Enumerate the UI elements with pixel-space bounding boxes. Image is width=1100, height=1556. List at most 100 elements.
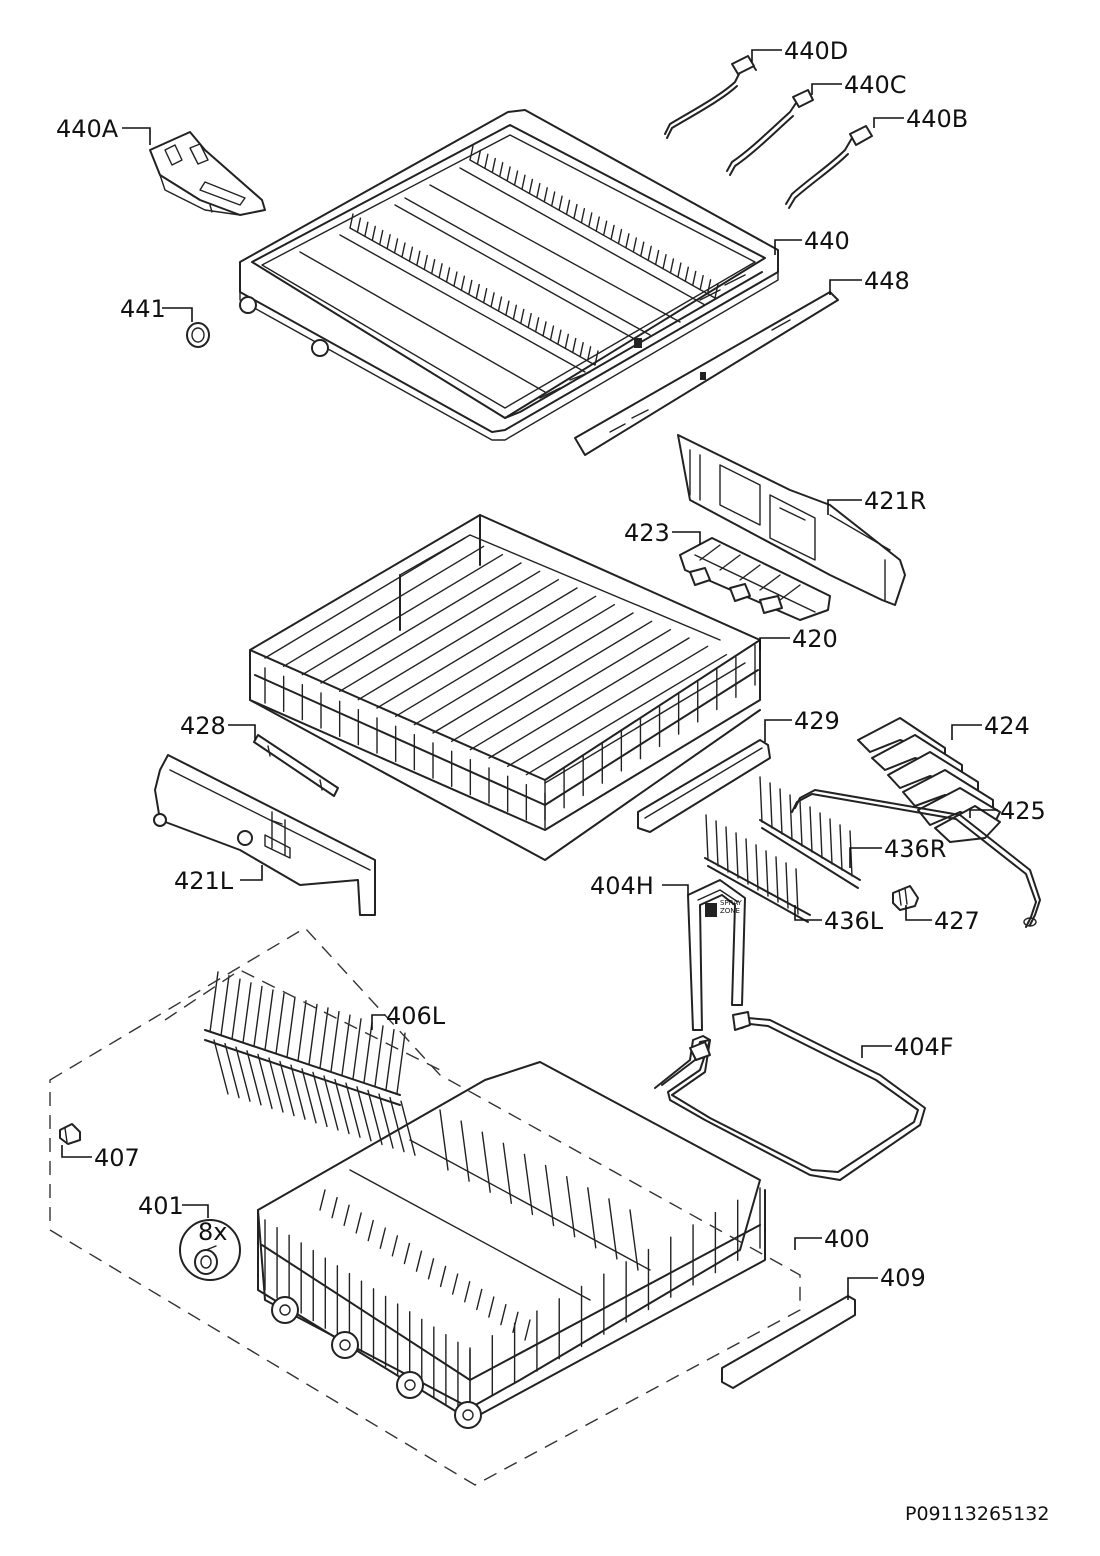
callout-404H[interactable]: 404H bbox=[590, 872, 654, 900]
part-429[interactable] bbox=[637, 739, 771, 833]
part-420[interactable] bbox=[249, 514, 761, 861]
callout-401[interactable]: 401 bbox=[138, 1192, 184, 1220]
wire-stroke bbox=[432, 612, 634, 734]
wire-stroke bbox=[521, 174, 526, 190]
part-448[interactable] bbox=[574, 291, 839, 456]
callout-421L[interactable]: 421L bbox=[174, 867, 234, 895]
wire-stroke bbox=[587, 1187, 597, 1249]
wire-stroke bbox=[415, 1250, 423, 1272]
wire-stroke bbox=[669, 258, 675, 274]
part-406L[interactable] bbox=[204, 971, 416, 1156]
part-421R[interactable] bbox=[677, 434, 906, 606]
wire-stroke bbox=[374, 1025, 384, 1087]
wire-stroke bbox=[706, 279, 712, 295]
wire-stroke bbox=[839, 824, 843, 871]
wire-stroke bbox=[684, 266, 690, 282]
wire-stroke bbox=[692, 270, 697, 287]
callout-428[interactable]: 428 bbox=[180, 712, 226, 740]
part-440A[interactable] bbox=[149, 131, 266, 216]
wire-stroke bbox=[573, 203, 578, 220]
callout-427[interactable]: 427 bbox=[934, 907, 980, 935]
part-440D[interactable] bbox=[664, 55, 757, 139]
callout-436L[interactable]: 436L bbox=[824, 907, 884, 935]
wire-stroke bbox=[579, 341, 584, 358]
part-440B[interactable] bbox=[785, 125, 873, 209]
wire-stroke bbox=[264, 989, 274, 1051]
wire-stroke bbox=[312, 1071, 328, 1128]
part-441[interactable] bbox=[186, 322, 210, 348]
part-404F[interactable] bbox=[654, 1011, 926, 1181]
callout-420[interactable]: 420 bbox=[792, 625, 838, 653]
wire-stroke bbox=[408, 246, 414, 262]
wire-stroke bbox=[341, 1014, 351, 1076]
wire-stroke bbox=[799, 800, 803, 847]
wire-stroke bbox=[769, 782, 773, 829]
callout-406L[interactable]: 406L bbox=[386, 1002, 446, 1030]
callout-440D[interactable]: 440D bbox=[784, 37, 848, 65]
wire-stroke bbox=[705, 814, 709, 861]
callout-441[interactable]: 441 bbox=[120, 295, 166, 323]
callout-400[interactable]: 400 bbox=[824, 1225, 870, 1253]
wire-stroke bbox=[849, 830, 853, 877]
wire-stroke bbox=[528, 178, 534, 195]
wire-stroke bbox=[264, 537, 466, 659]
wire-stroke bbox=[629, 1209, 639, 1271]
callout-409[interactable]: 409 bbox=[880, 1264, 926, 1292]
wire-stroke bbox=[423, 254, 428, 271]
callout-407[interactable]: 407 bbox=[94, 1144, 140, 1172]
wire-stroke bbox=[484, 153, 489, 170]
callout-423[interactable]: 423 bbox=[624, 519, 670, 547]
callout-429[interactable]: 429 bbox=[794, 707, 840, 735]
wire-stroke bbox=[246, 1050, 262, 1106]
wire-stroke bbox=[352, 1018, 362, 1080]
wire-stroke bbox=[497, 296, 503, 312]
callout-440A[interactable]: 440A bbox=[56, 115, 119, 143]
wire-stroke bbox=[282, 545, 485, 668]
part-436L[interactable] bbox=[704, 814, 811, 923]
part-440[interactable] bbox=[239, 109, 779, 441]
part-409[interactable] bbox=[721, 1295, 856, 1389]
callout-404F[interactable]: 404F bbox=[894, 1033, 954, 1061]
wire-stroke bbox=[819, 812, 823, 859]
wire-stroke bbox=[468, 279, 473, 296]
wire-stroke bbox=[602, 220, 608, 236]
part-421L[interactable] bbox=[153, 754, 376, 916]
wire-stroke bbox=[506, 645, 709, 768]
wire-stroke bbox=[654, 249, 660, 266]
wire-stroke bbox=[625, 233, 630, 249]
part-407[interactable] bbox=[59, 1123, 81, 1145]
wire-stroke bbox=[378, 1093, 394, 1149]
callout-448[interactable]: 448 bbox=[864, 267, 910, 295]
callout-424[interactable]: 424 bbox=[984, 712, 1030, 740]
wire-stroke bbox=[439, 1109, 449, 1171]
wire-stroke bbox=[586, 346, 592, 362]
part-401[interactable] bbox=[179, 1219, 241, 1281]
wire-stroke bbox=[363, 1021, 373, 1084]
wire-stroke bbox=[500, 1304, 507, 1326]
wire-stroke bbox=[564, 333, 570, 350]
callout-440C[interactable]: 440C bbox=[844, 71, 907, 99]
part-404H[interactable]: SPRAY ZONE bbox=[687, 879, 746, 1031]
wire-stroke bbox=[357, 578, 560, 701]
callout-440B[interactable]: 440B bbox=[906, 105, 968, 133]
part-436R[interactable] bbox=[759, 776, 861, 889]
wire-stroke bbox=[557, 329, 562, 345]
wire-stroke bbox=[544, 1164, 555, 1227]
part-440C[interactable] bbox=[726, 89, 814, 176]
wire-stroke bbox=[795, 868, 799, 915]
wire-stroke bbox=[319, 1189, 326, 1211]
wire-stroke bbox=[235, 1046, 251, 1102]
part-400[interactable] bbox=[257, 1061, 766, 1429]
callout-425[interactable]: 425 bbox=[1000, 797, 1046, 825]
callout-440[interactable]: 440 bbox=[804, 227, 850, 255]
wire-stroke bbox=[378, 229, 384, 246]
callout-436R[interactable]: 436R bbox=[884, 835, 946, 863]
wire-stroke bbox=[588, 212, 593, 228]
part-423[interactable] bbox=[679, 537, 831, 621]
part-424[interactable] bbox=[857, 717, 1001, 843]
part-427[interactable] bbox=[892, 885, 919, 911]
wire-stroke bbox=[453, 271, 458, 287]
wire-stroke bbox=[725, 826, 729, 873]
part-428[interactable] bbox=[253, 734, 339, 797]
callout-421R[interactable]: 421R bbox=[864, 487, 926, 515]
